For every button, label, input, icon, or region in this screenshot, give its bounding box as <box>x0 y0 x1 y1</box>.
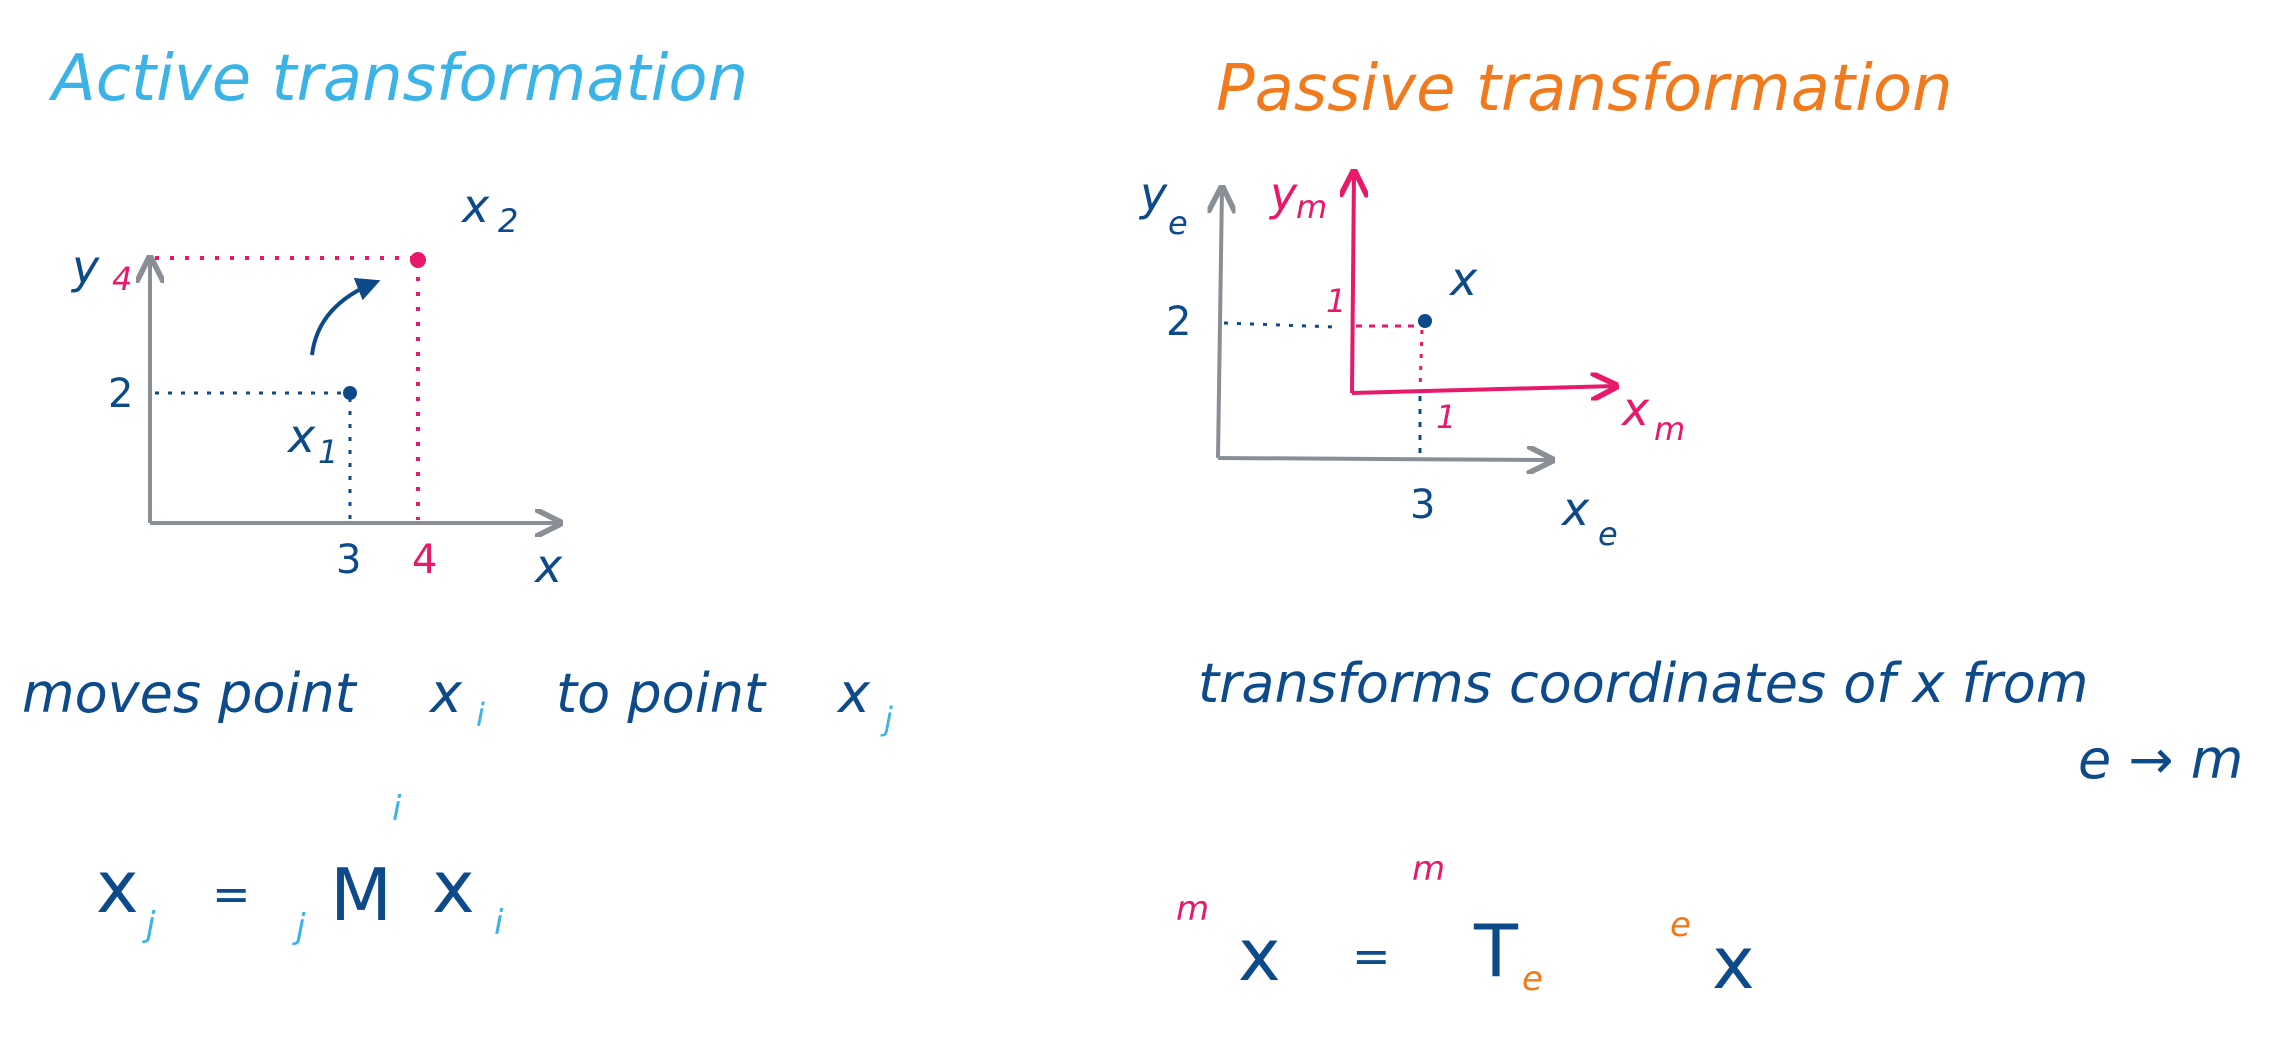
point2-label: x <box>460 179 490 233</box>
active-x-label: x <box>533 539 563 593</box>
passive-ye-subscript: e <box>1168 204 1188 242</box>
passive-guide-m-vertical <box>1418 329 1424 391</box>
passive-ym-axis <box>1352 172 1354 394</box>
active-statement-xi: x <box>428 662 463 725</box>
active-statement-index-j: j <box>880 700 893 738</box>
point1-label: x <box>286 409 316 463</box>
point1-dot <box>343 386 357 400</box>
eq-active-matrix: M <box>330 853 392 937</box>
active-tick-y4: 4 <box>112 260 132 298</box>
passive-section: Passive transformation y e y m 2 1 1 3 x <box>1138 52 2243 1005</box>
passive-xm-label: x <box>1620 382 1650 436</box>
point2-dot <box>410 252 426 268</box>
eq-active-xi-index: i <box>494 903 504 943</box>
passive-xm-axis <box>1351 386 1616 393</box>
active-statement: moves point x i to point x j <box>22 662 893 738</box>
passive-xe-label: x <box>1560 482 1590 536</box>
eq-passive-T-sub-e: e <box>1522 959 1543 999</box>
point1-subscript: 1 <box>318 433 338 471</box>
passive-statement: transforms coordinates of x from e → m <box>1198 652 2243 791</box>
motion-arrow <box>310 277 381 356</box>
active-section: Active transformation y 4 2 3 4 x x 1 <box>22 42 893 947</box>
passive-point-label: x <box>1448 252 1478 306</box>
point2-subscript: 2 <box>498 202 518 240</box>
passive-tick-1-x: 1 <box>1436 398 1456 436</box>
active-tick-y2: 2 <box>108 371 133 417</box>
active-statement-xj: x <box>836 662 871 725</box>
passive-xe-axis <box>1217 458 1552 460</box>
eq-active-m-prefix-j: j <box>292 907 306 947</box>
active-tick-x3: 3 <box>336 537 361 583</box>
eq-passive-T-sup-m: m <box>1412 849 1445 889</box>
passive-xm-subscript: m <box>1654 410 1685 448</box>
passive-tick-3: 3 <box>1410 482 1435 528</box>
eq-active-xj-index: j <box>142 905 156 945</box>
eq-active-xj: x <box>96 845 139 929</box>
active-y-label: y <box>70 240 100 294</box>
eq-passive-T: T <box>1473 909 1519 993</box>
passive-ye-axis <box>1218 188 1222 459</box>
active-graph: y 4 2 3 4 x x 1 x 2 <box>70 179 563 593</box>
active-statement-b: to point <box>556 662 767 725</box>
passive-point-dot <box>1418 314 1432 328</box>
active-statement-a: moves point <box>22 662 358 725</box>
passive-xe-subscript: e <box>1598 515 1618 553</box>
passive-ye-label: y <box>1138 167 1168 221</box>
passive-ym-label: y <box>1268 167 1298 221</box>
active-statement-index-i: i <box>476 696 485 734</box>
passive-guide-e-horizontal <box>1223 321 1336 329</box>
eq-passive-x-sup-e: e <box>1670 905 1691 945</box>
eq-active-equals: = <box>212 867 251 921</box>
eq-passive-x2: x <box>1712 921 1755 1005</box>
active-title: Active transformation <box>48 42 748 116</box>
active-equation: x j = j M i x i <box>96 789 504 947</box>
eq-active-xi: x <box>432 845 475 929</box>
passive-equation: m x = m T e e x <box>1176 849 1755 1005</box>
passive-graph: y e y m 2 1 1 3 x x m x e <box>1138 167 1685 553</box>
eq-active-m-index-i: i <box>392 789 402 829</box>
eq-passive-equals: = <box>1352 929 1391 983</box>
passive-ym-subscript: m <box>1296 188 1327 226</box>
passive-title: Passive transformation <box>1216 52 1953 126</box>
passive-statement-line1: transforms coordinates of x from <box>1198 652 2088 715</box>
eq-passive-x: x <box>1238 913 1281 997</box>
active-tick-x4: 4 <box>412 537 437 583</box>
eq-passive-sup-m: m <box>1176 889 1209 929</box>
passive-tick-2: 2 <box>1166 299 1191 345</box>
passive-tick-1-y: 1 <box>1326 282 1346 320</box>
passive-statement-line2: e → m <box>2078 728 2243 791</box>
